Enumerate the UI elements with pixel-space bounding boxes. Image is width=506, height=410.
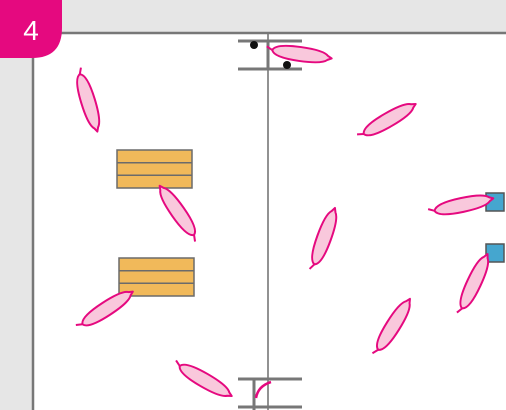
step-badge: 4: [0, 0, 62, 58]
pig: [266, 44, 333, 64]
bottom-gate: [238, 377, 302, 410]
gate-sensor-dot: [283, 61, 291, 69]
step-badge-number: 4: [23, 15, 39, 46]
feeder: [118, 257, 195, 297]
pen-floor: [33, 33, 506, 410]
pig: [76, 67, 101, 133]
step-badge-shape: [0, 0, 62, 58]
gate-sensor-dot: [250, 41, 258, 49]
pig: [175, 359, 233, 397]
pig: [75, 290, 134, 327]
gate-swing-arc: [254, 380, 272, 399]
pig: [356, 103, 417, 137]
drinker: [485, 243, 505, 263]
pig: [427, 194, 495, 216]
pig: [456, 252, 490, 314]
pig: [158, 184, 197, 242]
top-gate: [238, 39, 302, 71]
feeder: [116, 149, 193, 189]
pig: [371, 297, 411, 355]
pig: [308, 206, 338, 270]
